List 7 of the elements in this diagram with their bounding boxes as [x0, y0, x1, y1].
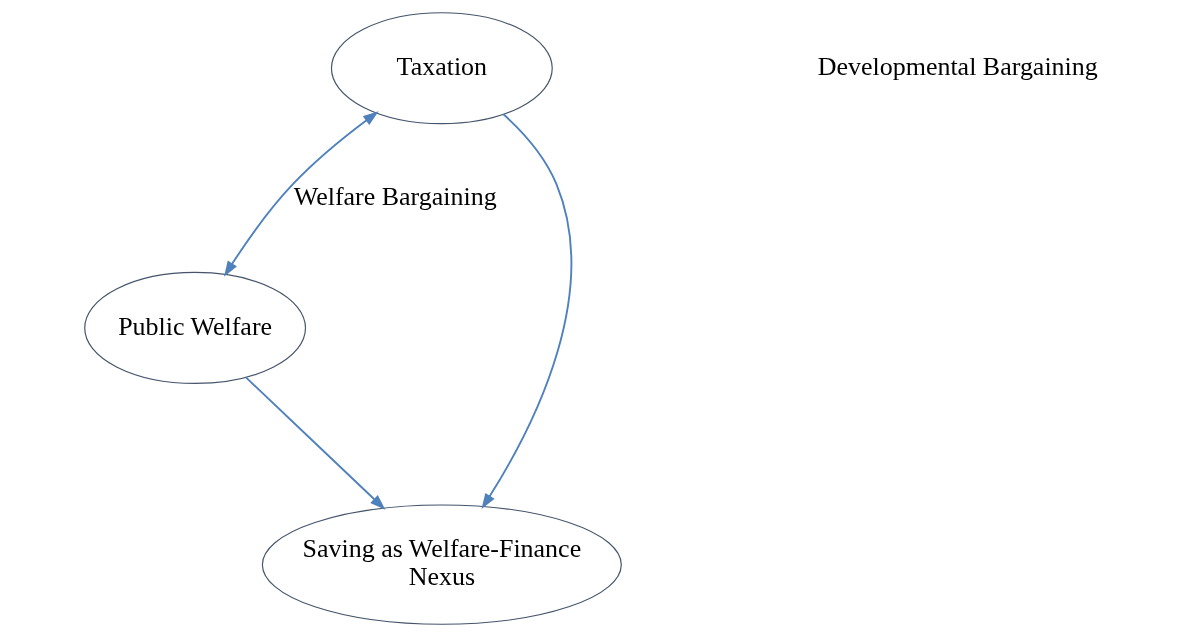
- label: Developmental Bargaining: [817, 51, 1098, 81]
- node-ellipse: Public Welfare: [84, 271, 307, 384]
- arrow: [245, 376, 386, 510]
- edge-label: Welfare Bargaining: [293, 181, 497, 211]
- arrow: [481, 113, 573, 510]
- node-ellipse: Saving as Welfare-Finance Nexus: [261, 504, 622, 625]
- arrow: [224, 111, 379, 277]
